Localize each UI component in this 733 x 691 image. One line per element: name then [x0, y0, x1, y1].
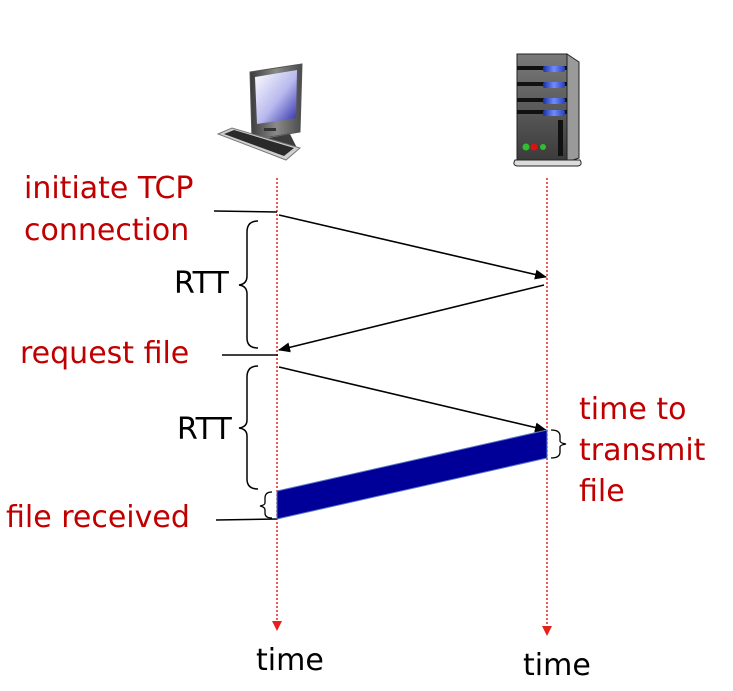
file-received-brace: [259, 491, 273, 519]
transmit-label-line1: time to: [579, 392, 686, 427]
transmit-time-brace: [550, 429, 567, 459]
rtt1-brace: [238, 220, 259, 349]
file-received-leader-line: [215, 518, 278, 521]
syn-arrow: [278, 214, 547, 280]
file-transfer-band: [276, 429, 548, 520]
status-light-green: [540, 144, 546, 150]
client-timeline-arrowhead: [272, 621, 282, 631]
rtt2-label: RTT: [177, 412, 232, 447]
transmit-label-line2: transmit: [579, 433, 706, 468]
initiate-leader-line: [213, 210, 278, 213]
transmit-label-line3: file: [579, 474, 625, 509]
desktop-computer-icon: [216, 63, 303, 161]
file-received-label: file received: [6, 500, 190, 535]
initiate-label-line1: initiate TCP: [24, 171, 194, 206]
status-light-red: [530, 143, 538, 151]
rtt2-brace: [238, 365, 259, 490]
server-tower-icon: [513, 53, 582, 167]
request-file-label: request file: [20, 336, 189, 371]
initiate-label-line2: connection: [24, 213, 189, 248]
syn-ack-arrow: [278, 284, 545, 353]
server-timeline-arrowhead: [542, 626, 552, 636]
request-arrow: [278, 366, 547, 433]
client-time-label: time: [256, 643, 324, 678]
rtt1-label: RTT: [174, 266, 229, 301]
server-time-label: time: [523, 648, 591, 683]
status-light-green: [522, 143, 530, 151]
